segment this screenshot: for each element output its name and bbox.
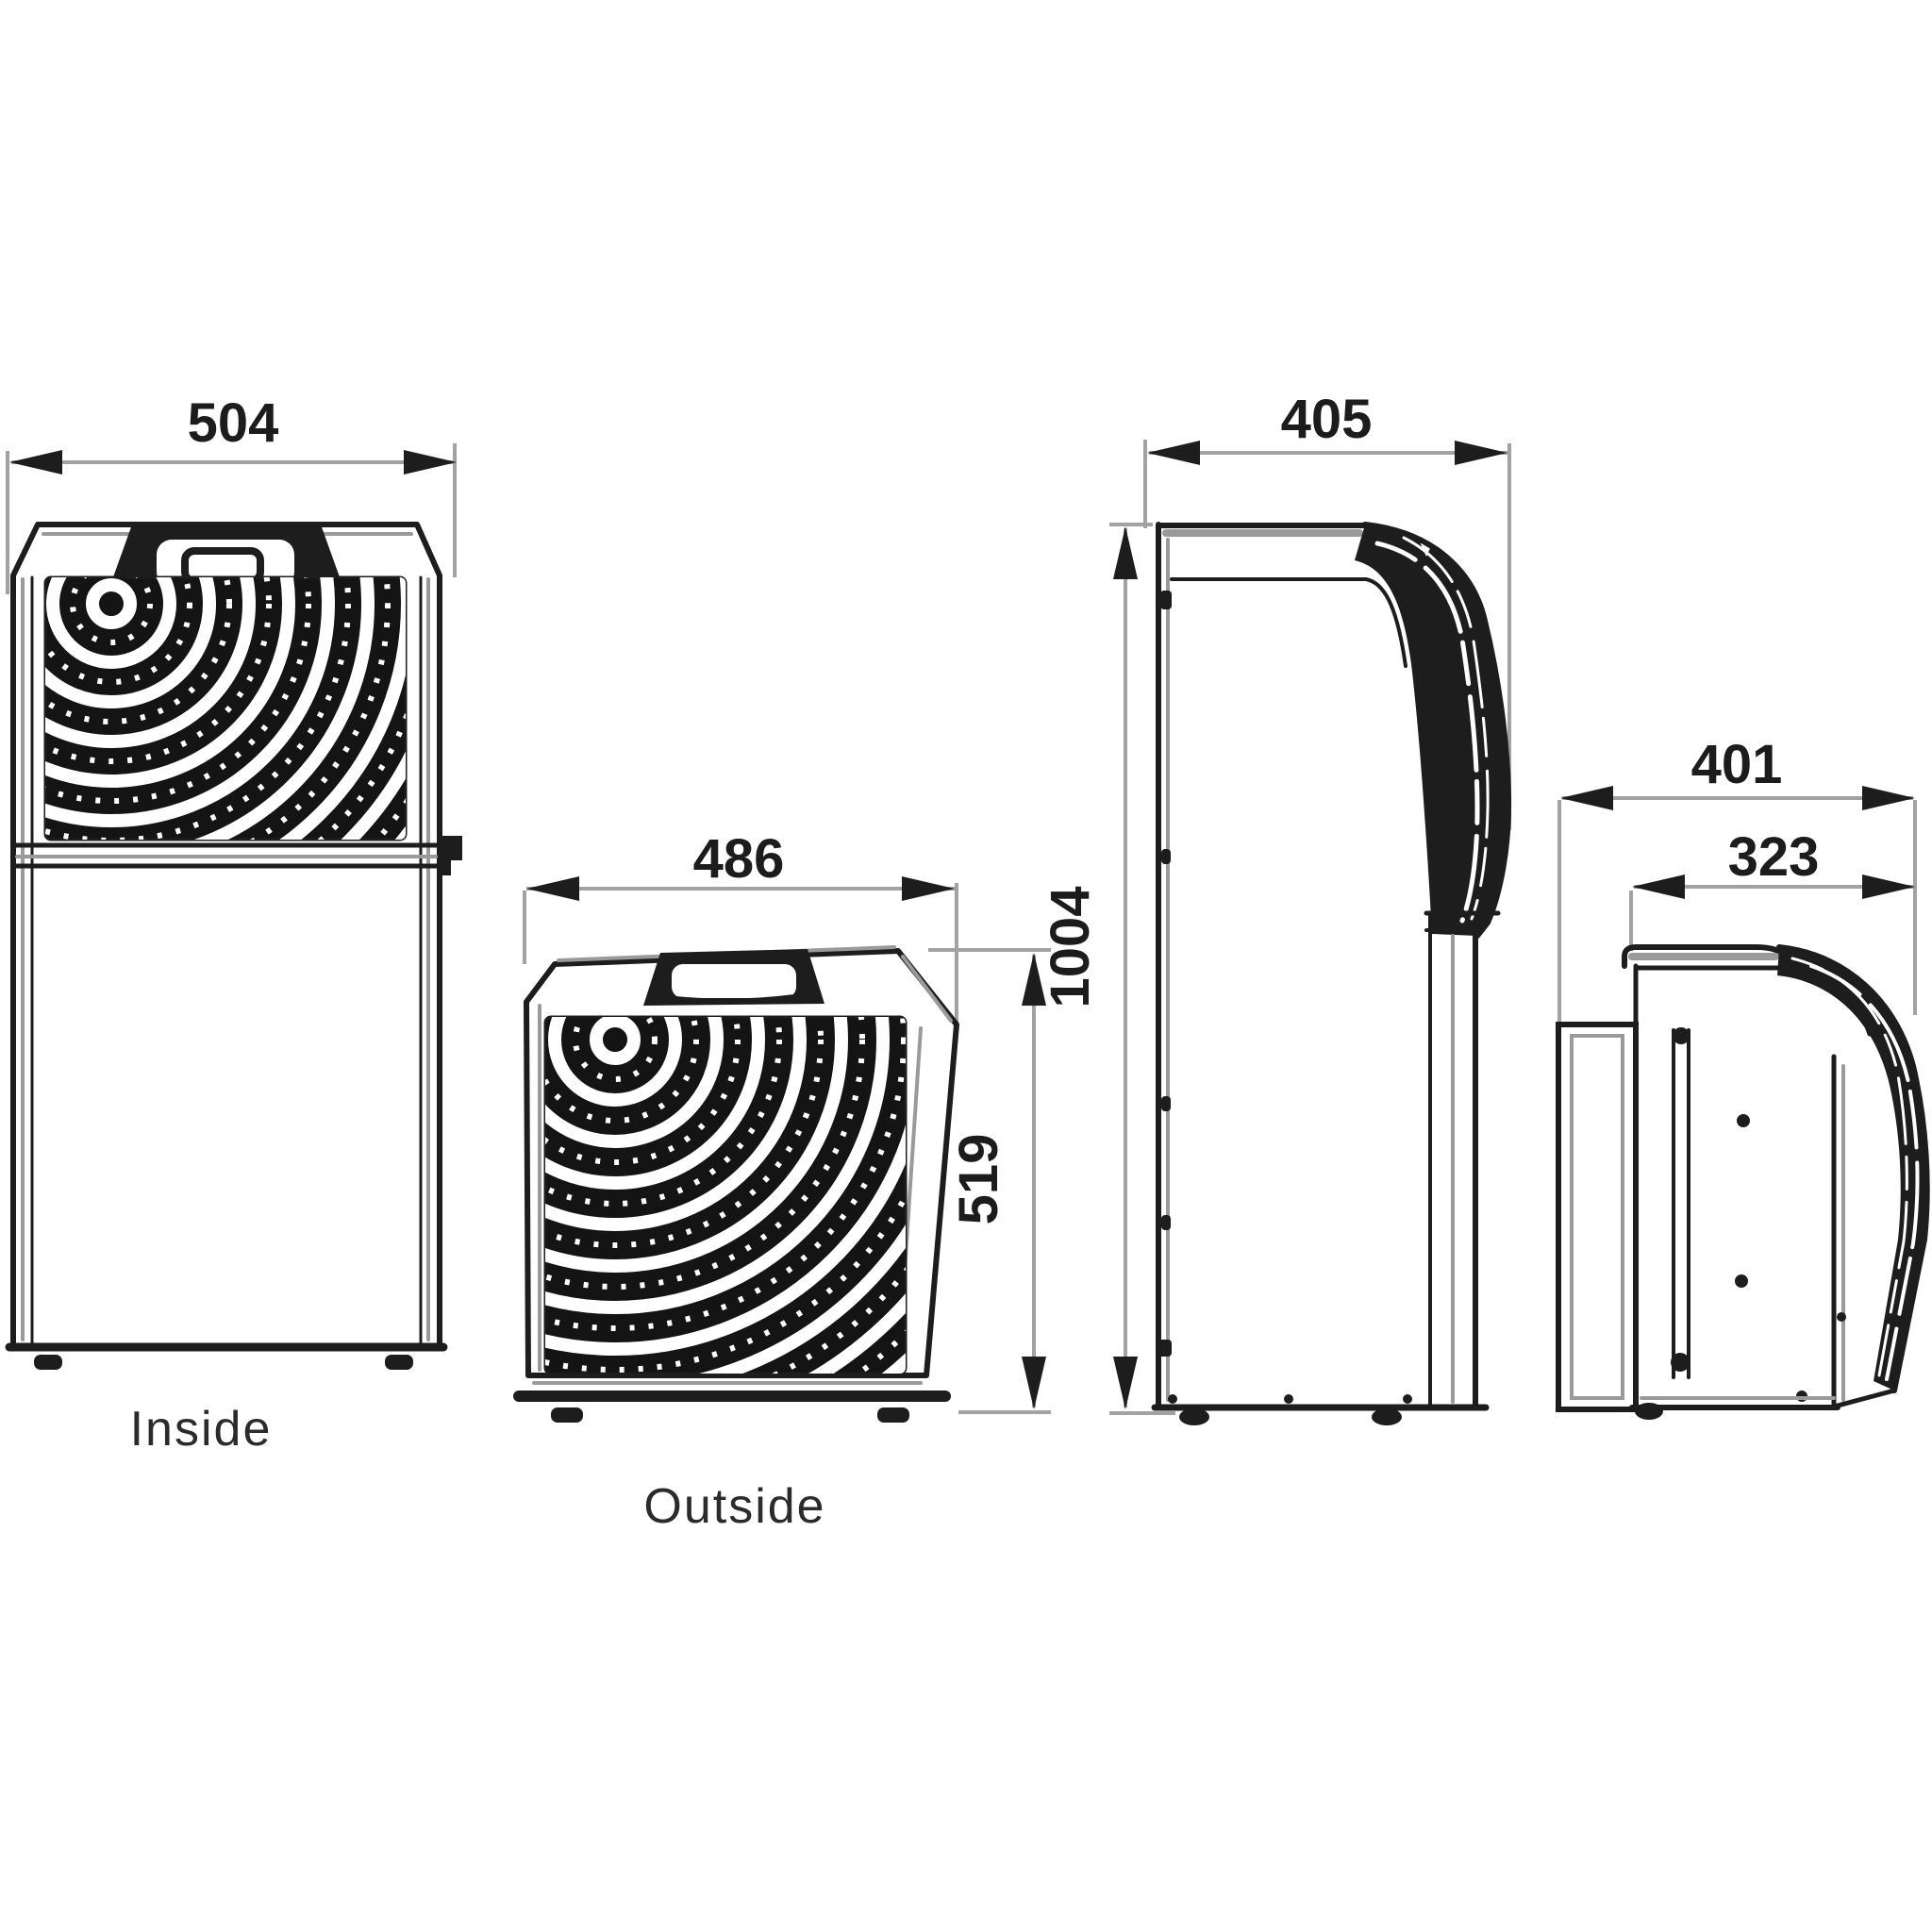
foot xyxy=(1179,1408,1209,1425)
dimension-value: 1004 xyxy=(1040,886,1101,1008)
dim-outside-height: 519 xyxy=(928,948,1051,1414)
dimension-value: 401 xyxy=(1691,734,1783,795)
back-edge-tabs xyxy=(1158,591,1172,1357)
dim-inside-width: 504 xyxy=(6,392,457,594)
inside-unit-body xyxy=(5,522,462,1370)
arrowhead-up xyxy=(1113,526,1138,579)
arrowhead-right xyxy=(1862,786,1915,810)
dim-outside-width: 486 xyxy=(523,828,958,1024)
arrowhead-left xyxy=(526,876,579,901)
dimension-value: 519 xyxy=(948,1134,1009,1225)
dimension-value: 405 xyxy=(1281,389,1373,450)
arrowhead-left xyxy=(1147,441,1200,465)
compact-side-view: 401 323 xyxy=(1556,734,1930,1420)
foot xyxy=(34,1355,62,1370)
fan-grille-arcs xyxy=(545,1017,906,1374)
arrowhead-left xyxy=(1560,786,1613,810)
foot xyxy=(1372,1408,1402,1425)
side-profile-view: 405 1004 xyxy=(1040,389,1512,1425)
outside-unit-body xyxy=(513,945,959,1423)
panel-slot xyxy=(1671,1027,1690,1379)
screw-dot xyxy=(1837,1312,1846,1322)
arrowhead-down xyxy=(1113,1357,1138,1409)
foot xyxy=(551,1407,583,1423)
curved-grille-band xyxy=(1776,944,1930,1393)
arrowhead-up xyxy=(1022,953,1046,1006)
inside-front-view: 504 xyxy=(5,392,462,1457)
arrowhead-right xyxy=(902,876,955,901)
dim-side-height: 1004 xyxy=(1040,523,1175,1415)
arrowhead-right xyxy=(404,450,457,475)
carry-handle xyxy=(643,949,824,1006)
arrowhead-down xyxy=(1022,1357,1046,1409)
dim-side-depth: 405 xyxy=(1143,389,1511,830)
dimension-value: 323 xyxy=(1728,826,1820,888)
dim-compact-overall-depth: 401 xyxy=(1557,734,1917,1024)
side-unit-body xyxy=(1151,522,1512,1425)
view-label-inside: Inside xyxy=(130,1402,273,1457)
dimension-value: 486 xyxy=(693,828,785,890)
foot xyxy=(385,1355,413,1370)
outside-front-view: 486 519 xyxy=(513,828,1051,1534)
foot xyxy=(1635,1403,1663,1420)
side-knob xyxy=(440,836,462,875)
screw-dot xyxy=(1735,1274,1748,1288)
fan-grille xyxy=(543,1015,908,1375)
mounting-plate xyxy=(1556,1022,1639,1412)
arrowhead-left xyxy=(9,450,62,475)
view-label-outside: Outside xyxy=(643,1479,825,1534)
fan-grille-arcs xyxy=(45,577,406,840)
curved-grille-band xyxy=(1355,522,1512,939)
arrowhead-left xyxy=(1632,874,1685,899)
foot xyxy=(877,1407,909,1423)
fan-grille xyxy=(43,575,408,841)
dimension-value: 504 xyxy=(188,392,279,454)
dim-compact-body-depth: 323 xyxy=(1629,826,1915,951)
screw-dot xyxy=(1737,1114,1750,1127)
arrowhead-right xyxy=(1455,441,1507,465)
arrowhead-right xyxy=(1862,874,1915,899)
compact-unit-body xyxy=(1622,944,1930,1420)
